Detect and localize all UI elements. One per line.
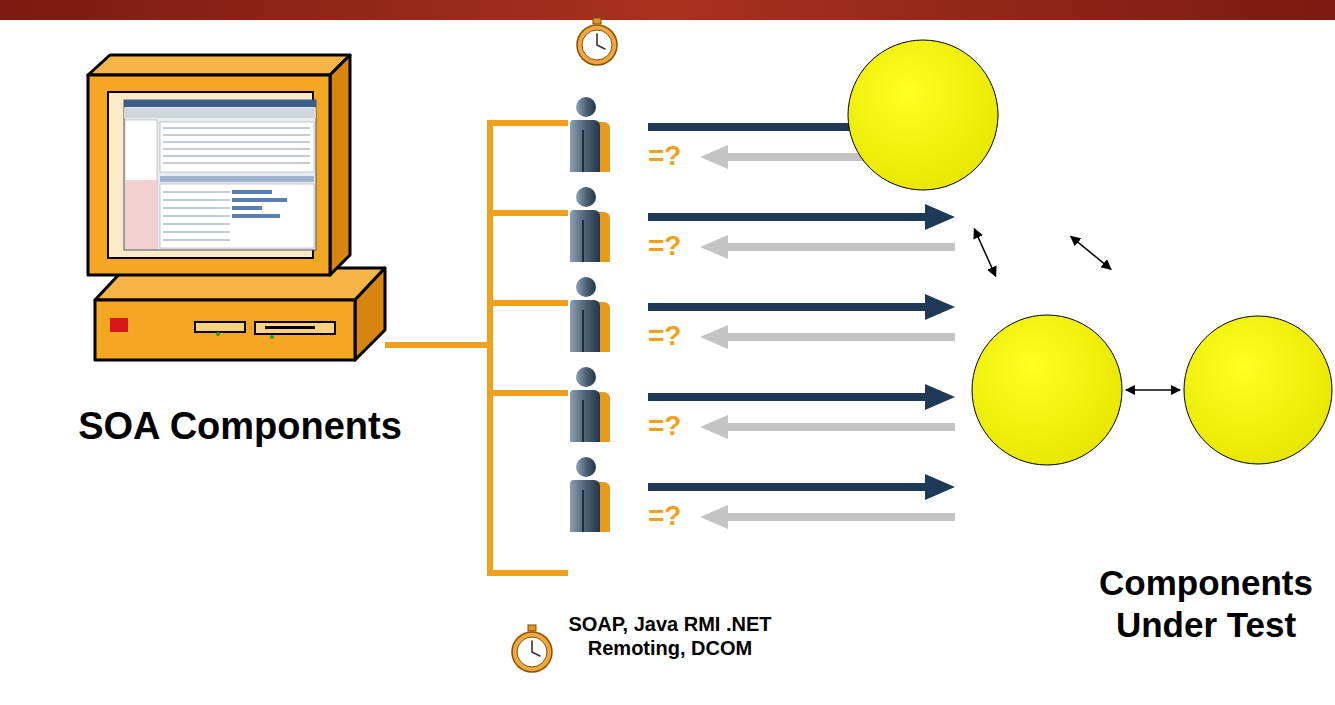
compare-mark: =? [648, 409, 681, 443]
request-arrow [648, 294, 955, 320]
compare-mark: =? [648, 499, 681, 533]
request-arrow [648, 474, 955, 500]
component-label: Components Under Test [1081, 562, 1331, 646]
response-arrow [700, 235, 955, 259]
compare-mark: =? [648, 139, 681, 173]
compare-mark: =? [648, 319, 681, 353]
link-arrow [1071, 236, 1111, 269]
compare-mark: =? [648, 229, 681, 263]
link-arrow [1126, 389, 1180, 391]
response-arrow [700, 325, 955, 349]
request-arrow [648, 204, 955, 230]
protocol-note: SOAP, Java RMI .NET Remoting, DCOM [568, 612, 773, 660]
response-arrow [700, 505, 955, 529]
request-arrow [648, 384, 955, 410]
response-arrow [700, 415, 955, 439]
link-arrow [974, 229, 995, 276]
component-label: SOA Components [78, 404, 402, 450]
